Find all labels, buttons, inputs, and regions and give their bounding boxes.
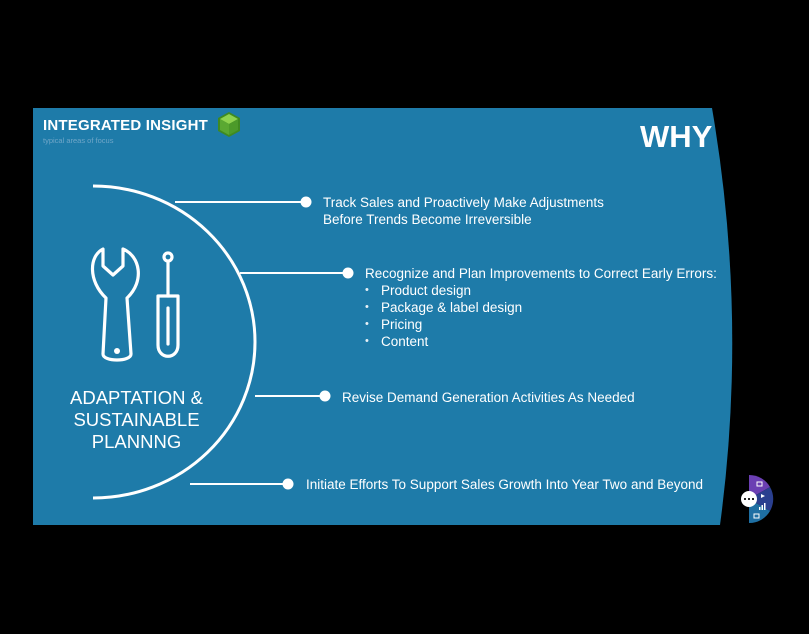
topic-label: ADAPTATION & SUSTAINABLE PLANNNG [54, 387, 219, 453]
brand-subtitle: typical areas of focus [43, 136, 114, 145]
connector-lines [175, 201, 348, 485]
bullet-product-design: Product design [365, 282, 717, 299]
connector-dot-4 [282, 478, 294, 490]
point-revise-demand: Revise Demand Generation Activities As N… [342, 389, 635, 406]
point-4-line-1: Initiate Efforts To Support Sales Growth… [306, 477, 704, 492]
connector-dot-2 [342, 267, 354, 279]
connector-dots [282, 196, 354, 490]
improvement-bullet-list: Product design Package & label design Pr… [365, 282, 717, 350]
wrench-screwdriver-icon [90, 247, 180, 362]
bullet-pricing: Pricing [365, 316, 717, 333]
connector-dot-1 [300, 196, 312, 208]
connector-dot-3 [319, 390, 331, 402]
nav-table-icon [753, 513, 760, 519]
nav-chart-icon [759, 503, 766, 510]
point-initiate-efforts: Initiate Efforts To Support Sales Growth… [306, 476, 703, 493]
wrench-icon [90, 247, 140, 362]
nav-segment-middle [749, 487, 774, 511]
topic-line-1: ADAPTATION & [70, 387, 203, 408]
point-1-line-2: Before Trends Become Irreversible [323, 212, 532, 227]
nav-edit-icon [756, 481, 763, 487]
nav-play-icon [761, 494, 765, 498]
topic-line-3: PLANNNG [91, 431, 182, 452]
point-recognize-improvements: Recognize and Plan Improvements to Corre… [365, 265, 717, 350]
topic-arc [92, 184, 257, 500]
bullet-content: Content [365, 333, 717, 350]
point-track-sales: Track Sales and Proactively Make Adjustm… [323, 194, 604, 228]
topic-line-2: SUSTAINABLE [73, 409, 200, 430]
bullet-package-label-design: Package & label design [365, 299, 717, 316]
slide-navigation-wheel-icon[interactable] [737, 474, 777, 524]
point-2-line-1: Recognize and Plan Improvements to Corre… [365, 266, 717, 281]
point-1-line-1: Track Sales and Proactively Make Adjustm… [323, 195, 604, 210]
brand-title: INTEGRATED INSIGHT [43, 117, 208, 134]
point-3-line-1: Revise Demand Generation Activities As N… [342, 390, 635, 405]
green-cube-icon [218, 112, 240, 137]
page-title: WHY [640, 119, 713, 154]
